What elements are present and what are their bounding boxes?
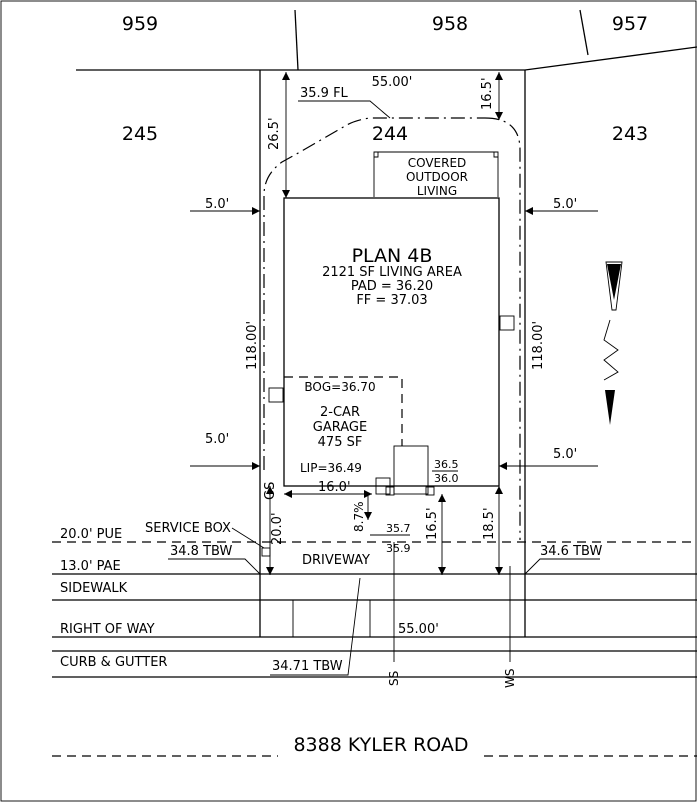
sidewalk-label: SIDEWALK [60, 581, 128, 596]
lot-width-bottom: 55.00' [398, 622, 439, 637]
right-of-way-label: RIGHT OF WAY [60, 622, 155, 637]
tbw-right-leader [524, 558, 600, 575]
sewer-label: SS [387, 671, 401, 686]
slope: 8.7% [352, 502, 366, 533]
garage-width: 16.0' [318, 480, 351, 495]
depth-right: 118.00' [531, 321, 546, 370]
covered-line-1: COVERED [408, 156, 467, 170]
tbw-left-leader [168, 558, 261, 575]
side-setback-right-bottom: 5.0' [553, 447, 577, 462]
lot-width-top: 55.00' [372, 75, 413, 90]
lip-elevation: LIP=36.49 [300, 461, 362, 475]
garage-line-3: 475 SF [318, 435, 363, 450]
arrow-up [495, 72, 503, 80]
plan-name: PLAN 4B [352, 245, 433, 267]
tbw-right: 34.6 TBW [540, 544, 602, 559]
entry-step [393, 445, 429, 495]
tbw-curb: 34.71 TBW [272, 659, 343, 674]
arrow-left [525, 207, 533, 215]
arrow-down [266, 567, 274, 575]
arrow-down [495, 112, 503, 120]
front-dim: 16.5' [425, 507, 440, 540]
rear-setback-right: 16.5' [480, 77, 495, 110]
arrow-down [495, 567, 503, 575]
lot-957: 957 [612, 13, 648, 35]
arrow-down [364, 512, 372, 520]
arrow-down [282, 190, 290, 198]
side-setback-left-top: 5.0' [205, 197, 229, 212]
covered-line-3: LIVING [417, 184, 457, 198]
ff-elevation: FF = 37.03 [356, 293, 427, 308]
corner-mark [374, 152, 379, 158]
step-detail [375, 477, 391, 495]
side-setback-left-bottom: 5.0' [205, 432, 229, 447]
rear-lot-line-b [579, 9, 589, 56]
arrow-right [364, 490, 372, 498]
rear-property-line [76, 46, 697, 71]
tbw-curb-leader [270, 577, 361, 676]
garage-line-2: GARAGE [313, 420, 367, 435]
flow-line-right [484, 117, 521, 540]
covered-outdoor-living [373, 151, 499, 197]
pue-label: 20.0' PUE [60, 527, 122, 542]
elevation-35-9: 35.9 [386, 542, 411, 555]
arrow-up [495, 486, 503, 494]
elevation-35-7: 35.7 [386, 522, 411, 535]
service-box-leader [231, 527, 265, 549]
driveway-label: DRIVEWAY [302, 553, 370, 568]
arrow-up [266, 486, 274, 494]
road-name: 8388 KYLER ROAD [293, 734, 468, 756]
arrow-up [282, 72, 290, 80]
lot-243: 243 [612, 123, 648, 145]
rear-setback-left: 26.5' [267, 117, 282, 150]
north-arrow-icon [603, 261, 623, 425]
corner-mark [493, 152, 498, 158]
arrow-right [252, 462, 260, 470]
step-upper: 36.5 [434, 458, 459, 471]
pae-label: 13.0' PAE [60, 559, 121, 574]
pad-elevation: PAD = 36.20 [351, 279, 433, 294]
arrow-up [438, 494, 446, 502]
side-setback-right-top: 5.0' [553, 197, 577, 212]
arrow-left [284, 490, 292, 498]
covered-line-2: OUTDOOR [406, 170, 468, 184]
lot-959: 959 [122, 13, 158, 35]
service-box-label: SERVICE BOX [145, 521, 231, 536]
fl-leader [298, 100, 391, 119]
lot-245: 245 [122, 123, 158, 145]
lot-244: 244 [372, 123, 408, 145]
step-detail [425, 486, 435, 496]
arrow-right [252, 207, 260, 215]
arrow-down [438, 567, 446, 575]
step-detail [385, 486, 395, 496]
house-footprint [283, 197, 500, 487]
living-area: 2121 SF LIVING AREA [322, 265, 462, 280]
garage-line-1: 2-CAR [320, 405, 360, 420]
bog-elevation: BOG=36.70 [304, 380, 375, 394]
front-dim-2: 18.5' [482, 507, 497, 540]
service-box-icon [261, 547, 271, 557]
tbw-left: 34.8 TBW [170, 544, 232, 559]
lot-958: 958 [432, 13, 468, 35]
arrow-left [499, 462, 507, 470]
fl-dimension: 35.9 FL [300, 86, 349, 101]
front-setback: 20.0' [270, 512, 285, 545]
curb-label: CURB & GUTTER [60, 655, 167, 670]
gs-label: GS [263, 482, 278, 500]
utility-box-right [499, 315, 515, 331]
rear-lot-line-a [294, 9, 299, 71]
utility-box-left [268, 387, 284, 403]
step-lower: 36.0 [434, 472, 459, 485]
depth-left: 118.00' [245, 321, 260, 370]
water-label: WS [503, 669, 517, 688]
